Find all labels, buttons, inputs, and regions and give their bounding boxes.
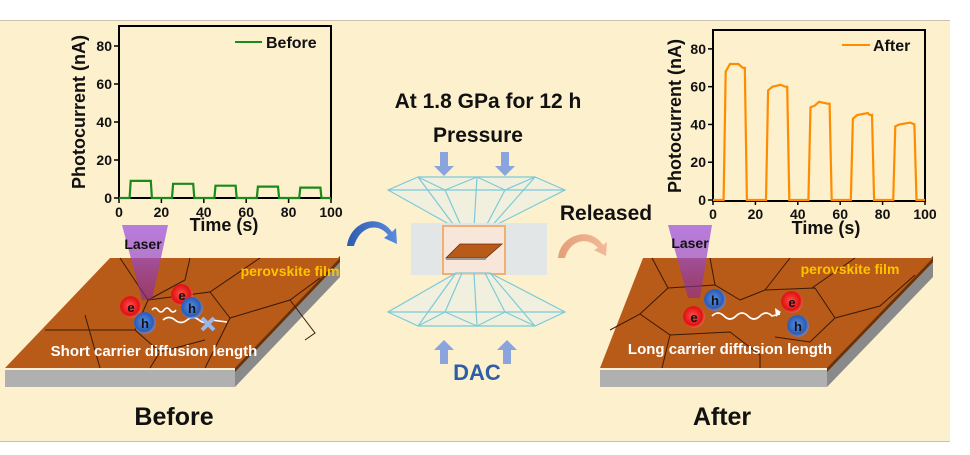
hole-label: h	[794, 319, 802, 334]
y-tick-label: 80	[96, 38, 112, 54]
grain-boundaries	[45, 257, 321, 369]
down-arrow-icon	[495, 152, 515, 176]
y-tick-label: 80	[690, 41, 706, 57]
x-tick-label: 40	[790, 206, 806, 222]
series-line-after	[713, 62, 925, 202]
electron-label: e	[178, 288, 185, 303]
y-axis-label: Photocurrent (nA)	[69, 35, 89, 189]
y-tick-label: 20	[690, 154, 706, 170]
laser-label: Laser	[124, 236, 162, 252]
x-tick-label: 80	[875, 206, 891, 222]
x-axis-ticks: 0 20 40 60 80 100	[115, 198, 343, 220]
y-axis-label: Photocurrent (nA)	[665, 39, 685, 193]
electron-icon	[781, 291, 803, 313]
legend-label-before: Before	[266, 35, 317, 52]
y-tick-label: 60	[96, 76, 112, 92]
electron-label: e	[127, 300, 134, 315]
film-label: perovskite film	[801, 261, 900, 277]
lower-diamond-anvil	[386, 272, 567, 327]
electron-label: e	[690, 310, 697, 325]
hole-label: h	[188, 301, 196, 316]
down-arrow-icon	[434, 152, 454, 176]
electron-label: e	[788, 295, 795, 310]
hole-label: h	[141, 316, 149, 331]
legend-label-after: After	[873, 38, 910, 55]
pressure-label: Pressure	[433, 124, 523, 147]
release-curved-arrow-icon	[558, 234, 607, 258]
chart-before: 0 20 40 60 80 0 20 40 60 80 100 Before Photocurre…	[69, 25, 343, 235]
plot-frame	[712, 29, 926, 202]
electron-icon	[120, 296, 142, 318]
caption-after: After	[693, 403, 752, 431]
pressure-condition-title: At 1.8 GPa for 12 h	[395, 90, 582, 113]
arrowhead-icon	[775, 308, 781, 317]
pressure-arrows-bottom	[434, 340, 517, 364]
chart-after: 0 20 40 60 80 0 20 40 60 80 100 After Photocurren…	[665, 29, 937, 238]
upper-diamond-anvil	[386, 176, 567, 229]
diffusion-length-text: Long carrier diffusion length	[628, 341, 832, 358]
x-tick-label: 80	[281, 204, 297, 220]
x-tick-label: 20	[154, 204, 170, 220]
hole-label: h	[711, 293, 719, 308]
compress-curved-arrow-icon	[347, 221, 397, 246]
x-axis-label: Time (s)	[190, 215, 259, 235]
laser-label: Laser	[671, 235, 709, 251]
film-base	[600, 370, 827, 387]
up-arrow-icon	[434, 340, 454, 364]
x-tick-label: 20	[748, 206, 764, 222]
x-tick-label: 60	[238, 204, 254, 220]
released-label: Released	[560, 202, 652, 225]
pressure-arrows-top	[434, 152, 515, 176]
film-base-side	[235, 260, 340, 387]
x-axis-label: Time (s)	[792, 218, 861, 238]
x-tick-label: 100	[913, 206, 937, 222]
laser-beam	[122, 225, 168, 300]
perovskite-film-after: Laser perovskite film h e e h Long carri…	[600, 225, 933, 387]
y-tick-label: 20	[96, 152, 112, 168]
perovskite-film-before: Laser perovskite film e h e h Short carr…	[5, 225, 340, 387]
hole-icon	[181, 297, 203, 319]
x-tick-label: 0	[709, 206, 717, 222]
hole-icon	[704, 289, 726, 311]
x-tick-label: 60	[832, 206, 848, 222]
up-arrow-icon	[497, 340, 517, 364]
y-tick-label: 60	[690, 79, 706, 95]
hole-icon	[134, 312, 156, 334]
film-surface	[5, 258, 340, 368]
laser-beam	[668, 225, 712, 298]
diamond-anvil-cell	[386, 176, 567, 327]
y-tick-label: 0	[104, 190, 112, 206]
y-tick-label: 40	[96, 114, 112, 130]
y-tick-label: 40	[690, 116, 706, 132]
film-base-side	[827, 260, 933, 387]
y-axis-ticks: 0 20 40 60 80	[96, 38, 119, 206]
plot-frame	[118, 25, 332, 199]
y-axis-ticks: 0 20 40 60 80	[690, 41, 713, 208]
caption-before: Before	[134, 403, 213, 431]
diffusion-length-text: Short carrier diffusion length	[51, 343, 258, 360]
dac-label: DAC	[453, 360, 501, 385]
carrier-diffusion-path	[711, 312, 781, 320]
grain-boundaries	[609, 257, 916, 369]
x-tick-label: 100	[319, 204, 343, 220]
x-tick-label: 0	[115, 204, 123, 220]
hole-icon	[787, 315, 809, 337]
film-base	[5, 370, 235, 387]
blocked-x-icon	[200, 316, 216, 332]
film-label: perovskite film	[241, 263, 340, 279]
electron-icon	[683, 306, 705, 328]
x-tick-label: 40	[196, 204, 212, 220]
y-tick-label: 0	[698, 192, 706, 208]
sample-film-base	[446, 258, 486, 260]
series-line-before	[119, 179, 331, 200]
